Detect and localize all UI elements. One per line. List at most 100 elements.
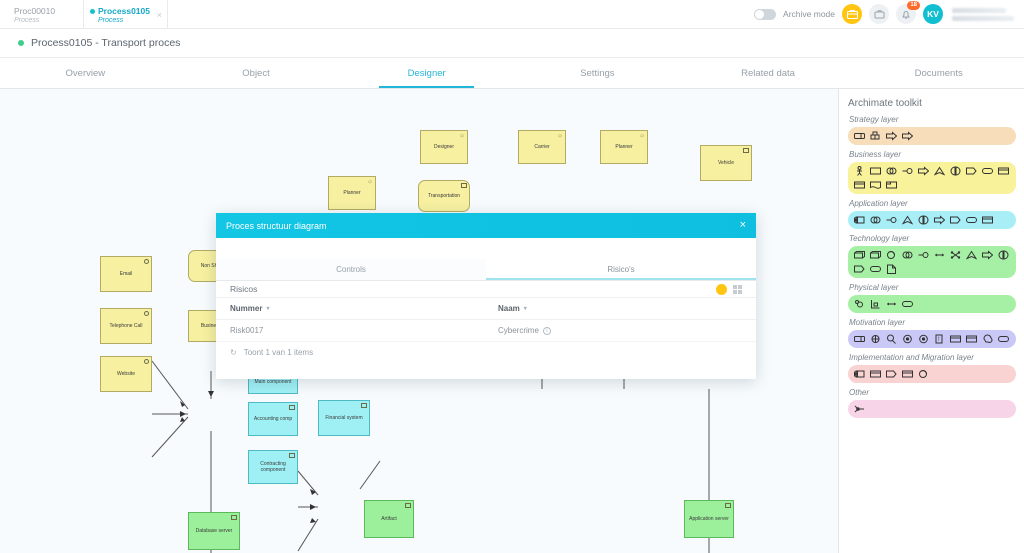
distribution-network-icon[interactable] (886, 299, 897, 309)
technology-service-icon[interactable] (870, 264, 881, 274)
dialog-tab-risicos[interactable]: Risico's (486, 259, 756, 280)
application-service-icon[interactable] (966, 215, 977, 225)
diagram-node[interactable]: Accounting comp (248, 402, 298, 436)
diagram-node[interactable]: Telephone Call (100, 308, 152, 344)
gap-icon[interactable] (918, 369, 929, 379)
material-icon[interactable] (902, 299, 913, 309)
diagram-node[interactable]: Database server (188, 512, 240, 550)
business-event-icon[interactable] (966, 166, 977, 176)
diagram-node[interactable]: Contracting component (248, 450, 298, 484)
equipment-icon[interactable] (854, 299, 865, 309)
briefcase-icon[interactable] (869, 4, 889, 24)
requirement-icon[interactable] (950, 334, 961, 344)
grid-view-icon[interactable] (733, 284, 742, 294)
tab-settings[interactable]: Settings (580, 67, 615, 79)
diagram-node[interactable]: ۞Planner (600, 130, 648, 164)
column-header-naam[interactable]: Naam ▾ (498, 304, 527, 313)
tab-documents[interactable]: Documents (914, 67, 963, 79)
business-collaboration-icon[interactable] (886, 166, 897, 176)
deliverable-icon[interactable] (870, 369, 881, 379)
work-package-icon[interactable] (854, 369, 865, 379)
technology-process-icon[interactable] (982, 250, 993, 260)
info-icon[interactable]: i (542, 326, 551, 335)
principle-icon[interactable]: ! (934, 334, 945, 344)
constraint-icon[interactable] (966, 334, 977, 344)
node-icon[interactable] (854, 250, 865, 260)
business-process-icon[interactable] (918, 166, 929, 176)
diagram-node[interactable]: ۞Carrier (518, 130, 566, 164)
product-icon[interactable] (886, 180, 897, 190)
technology-interaction-icon[interactable] (998, 250, 1009, 260)
business-object-icon[interactable] (998, 166, 1009, 176)
business-interaction-icon[interactable] (950, 166, 961, 176)
plateau-icon[interactable] (902, 369, 913, 379)
application-process-icon[interactable] (934, 215, 945, 225)
stakeholder-icon[interactable] (854, 334, 865, 344)
course-of-action-icon[interactable] (886, 131, 897, 141)
tab-object[interactable]: Object (242, 67, 270, 79)
facility-icon[interactable] (870, 299, 881, 309)
diagram-node[interactable]: Artifact (364, 500, 414, 538)
avatar[interactable]: KV (923, 4, 943, 24)
close-icon[interactable]: × (156, 10, 162, 20)
tab-related-data[interactable]: Related data (741, 67, 795, 79)
tab-overview[interactable]: Overview (65, 67, 106, 79)
technology-function-icon[interactable] (966, 250, 977, 260)
dialog-tab-controls[interactable]: Controls (216, 259, 486, 280)
junction-icon[interactable] (854, 404, 865, 414)
diagram-node[interactable]: Email (100, 256, 152, 292)
goal-icon[interactable] (902, 334, 913, 344)
refresh-icon[interactable]: ↻ (230, 348, 237, 357)
application-collaboration-icon[interactable] (870, 215, 881, 225)
value-stream-icon[interactable] (902, 131, 913, 141)
implementation-event-icon[interactable] (886, 369, 897, 379)
diagram-node[interactable]: Vehicle (700, 145, 752, 181)
diagram-node[interactable]: Transportation (418, 180, 470, 212)
technology-collaboration-icon[interactable] (902, 250, 913, 260)
column-header-nummer[interactable]: Nummer ▾ (230, 304, 270, 313)
resource-icon[interactable] (854, 131, 865, 141)
close-icon[interactable]: × (739, 219, 746, 231)
table-row[interactable]: Risk0017 Cybercrime i (216, 320, 756, 342)
value-icon[interactable] (998, 334, 1009, 344)
tab-designer[interactable]: Designer (341, 58, 512, 88)
diagram-node[interactable]: Website (100, 356, 152, 392)
diagram-node[interactable]: ۞Planner (328, 176, 376, 210)
technology-event-icon[interactable] (854, 264, 865, 274)
notifications-bell-icon[interactable]: 18 (896, 1, 920, 24)
capability-icon[interactable] (870, 131, 881, 141)
artifact-icon[interactable] (886, 264, 897, 274)
business-interface-icon[interactable] (902, 166, 913, 176)
business-role-icon[interactable] (870, 166, 881, 176)
representation-icon[interactable] (870, 180, 881, 190)
diagram-node-label: Artifact (381, 516, 397, 522)
application-interaction-icon[interactable] (918, 215, 929, 225)
application-function-icon[interactable] (902, 215, 913, 225)
diagram-node[interactable]: Application server (684, 500, 734, 538)
business-actor-icon[interactable] (854, 166, 865, 176)
path-icon[interactable] (934, 250, 945, 260)
business-service-icon[interactable] (982, 166, 993, 176)
assessment-icon[interactable] (886, 334, 897, 344)
document-tab-process0105[interactable]: Process0105 Process × (84, 0, 168, 28)
diagram-node[interactable]: ۞Designer (420, 130, 468, 164)
business-function-icon[interactable] (934, 166, 945, 176)
application-interface-icon[interactable] (886, 215, 897, 225)
toolbox-icon[interactable] (842, 4, 862, 24)
communication-network-icon[interactable] (950, 250, 961, 260)
outcome-icon[interactable] (918, 334, 929, 344)
diagram-node[interactable]: Financial system (318, 400, 370, 436)
technology-interface-icon[interactable] (918, 250, 929, 260)
application-event-icon[interactable] (950, 215, 961, 225)
application-component-icon[interactable] (854, 215, 865, 225)
meaning-icon[interactable] (982, 334, 993, 344)
contract-icon[interactable] (854, 180, 865, 190)
document-tab-proc00010[interactable]: Proc00010 Process (0, 0, 84, 28)
system-software-icon[interactable] (886, 250, 897, 260)
driver-icon[interactable] (870, 334, 881, 344)
device-icon[interactable] (870, 250, 881, 260)
process-structure-dialog[interactable]: Proces structuur diagram × Controls Risi… (216, 213, 756, 379)
data-object-icon[interactable] (982, 215, 993, 225)
add-risk-icon[interactable] (716, 283, 727, 295)
archive-mode-toggle[interactable] (754, 8, 777, 20)
